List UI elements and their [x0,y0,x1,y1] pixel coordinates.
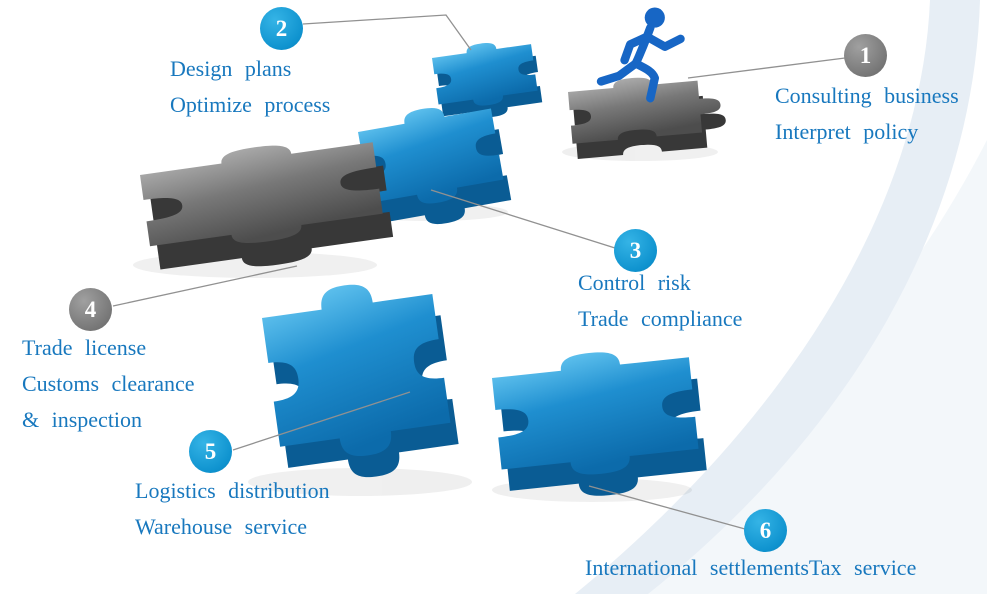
step-badge-2: 2 [260,7,303,50]
connector-line-3 [430,189,616,249]
runner-head [644,7,665,28]
background-swoosh-band [575,0,980,594]
step-label-1: Consulting business Interpret policy [775,84,959,156]
connector-line-6 [588,485,746,530]
step-badge-5: 5 [189,430,232,473]
step-number-3: 3 [629,237,642,263]
step-number-1: 1 [859,42,872,68]
step-number-2: 2 [275,15,288,41]
step-number-6: 6 [759,517,772,543]
step-number-5: 5 [204,438,217,464]
step-label-3-line-1: Control risk [578,270,691,295]
connector-line-4 [112,265,298,307]
background-swoosh-light [575,140,987,594]
runner-front-arm [642,32,685,51]
runner-back-leg [596,59,640,86]
step-label-1-line-1: Consulting business [775,83,959,108]
connector-lines [112,14,846,530]
step-label-4-line-1: Trade license [22,335,147,360]
step-badge-4: 4 [69,288,112,331]
step-label-1-line-2: Interpret policy [775,119,919,144]
connector-line-1 [687,57,846,79]
step-label-2-line-2: Optimize process [170,92,331,117]
step-number-4: 4 [84,296,97,322]
step-label-2-line-1: Design plans [170,56,292,81]
runner-back-arm [620,32,652,65]
step-label-4-line-3: & inspection [22,407,143,432]
connector-line-5 [232,391,411,451]
step-label-5-line-2: Warehouse service [135,514,307,539]
step-label-2: Design plans Optimize process [170,57,330,129]
step-label-5: Logistics distribution Warehouse service [135,479,330,551]
step-label-3-line-2: Trade compliance [578,306,743,331]
puzzle-piece-6 [490,342,709,506]
step-label-3: Control risk Trade compliance [578,271,742,343]
step-badge-6: 6 [744,509,787,552]
runner-icon [596,7,685,103]
step-label-6-line-1: International settlementsTax service [585,555,917,580]
connector-line-2 [302,14,472,51]
puzzle-piece-5 [259,273,462,489]
step-label-4-line-2: Customs clearance [22,371,195,396]
step-badge-3: 3 [614,229,657,272]
step-badge-1: 1 [844,34,887,77]
step-label-4: Trade license Customs clearance & inspec… [22,336,195,444]
step-label-5-line-1: Logistics distribution [135,478,330,503]
step-label-6: International settlementsTax service [585,556,916,592]
